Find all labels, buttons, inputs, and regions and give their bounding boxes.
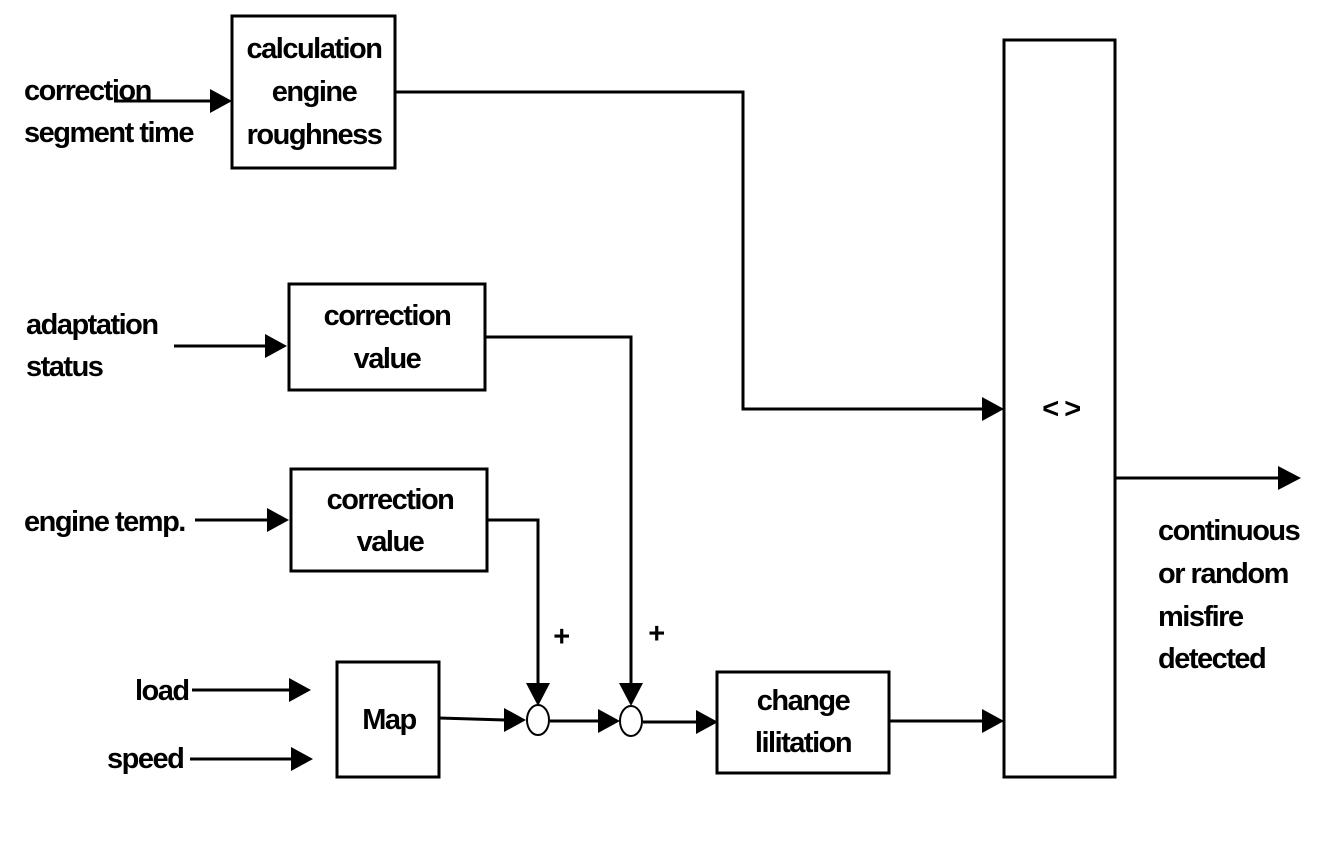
input-label-speed: speed [107,743,183,775]
summing-sign-1: + [553,621,569,653]
change-limitation-line-2: lilitation [755,727,851,759]
arrowhead-sum1-in-top [526,683,550,706]
arrowhead-engine-temp-in [267,508,289,532]
output-label-line-2: or random [1158,558,1288,590]
arrowhead-load-in [289,678,311,702]
temp-correction-line-1: correction [327,484,454,516]
adaptation-correction-block: correction value [287,282,487,392]
arrowhead-output [1278,466,1301,490]
arrowheads [210,89,1301,771]
arrowhead-comparator-in-bottom [982,709,1004,733]
output-label-line-3: misfire [1158,601,1244,633]
comparator-block: < > [1002,38,1117,779]
arrowhead-speed-in [291,747,313,771]
arrowhead-sum1-in-side [504,708,526,732]
arrowhead-roughness-in [210,89,232,113]
input-label-adaptation: adaptation [26,309,158,341]
output-label-line-1: continuous [1158,515,1300,547]
summing-sign-2: + [648,618,664,650]
map-block: Map [335,660,441,779]
arrowhead-adaptation-in [265,334,287,358]
arrowhead-comparator-in-top [982,397,1004,421]
adaptation-correction-line-2: value [354,343,422,375]
map-label: Map [362,704,416,736]
adaptation-correction-line-1: correction [324,300,451,332]
comparator-label: < > [1042,393,1080,425]
arrowhead-limitation-in [696,710,718,734]
input-label-load: load [135,675,189,707]
summing-junction-2 [619,705,643,737]
change-limitation-line-1: change [757,685,851,717]
arrowhead-sum2-in-side [598,709,620,733]
input-label-status: status [26,351,103,383]
wire-temp-correction-out [487,518,540,685]
connection-lines [114,90,1279,761]
roughness-line-1: calculation [247,33,382,65]
wire-roughness-to-comparator [395,90,983,411]
wire-adaptation-correction-out [485,335,633,684]
output-label-line-4: detected [1158,643,1265,675]
wire-map-out [438,716,506,722]
arrowhead-sum2-in-top [619,683,643,706]
temp-correction-line-2: value [357,526,425,558]
engine-roughness-block: calculation engine roughness [230,14,397,170]
input-label-engine-temp: engine temp. [24,506,185,538]
input-label-segment-time: segment time [24,117,194,149]
roughness-line-3: roughness [247,119,382,151]
summing-junction-1 [526,704,550,736]
change-limitation-block: change lilitation [715,670,891,775]
temp-correction-block: correction value [289,467,489,573]
roughness-line-2: engine [272,76,358,108]
